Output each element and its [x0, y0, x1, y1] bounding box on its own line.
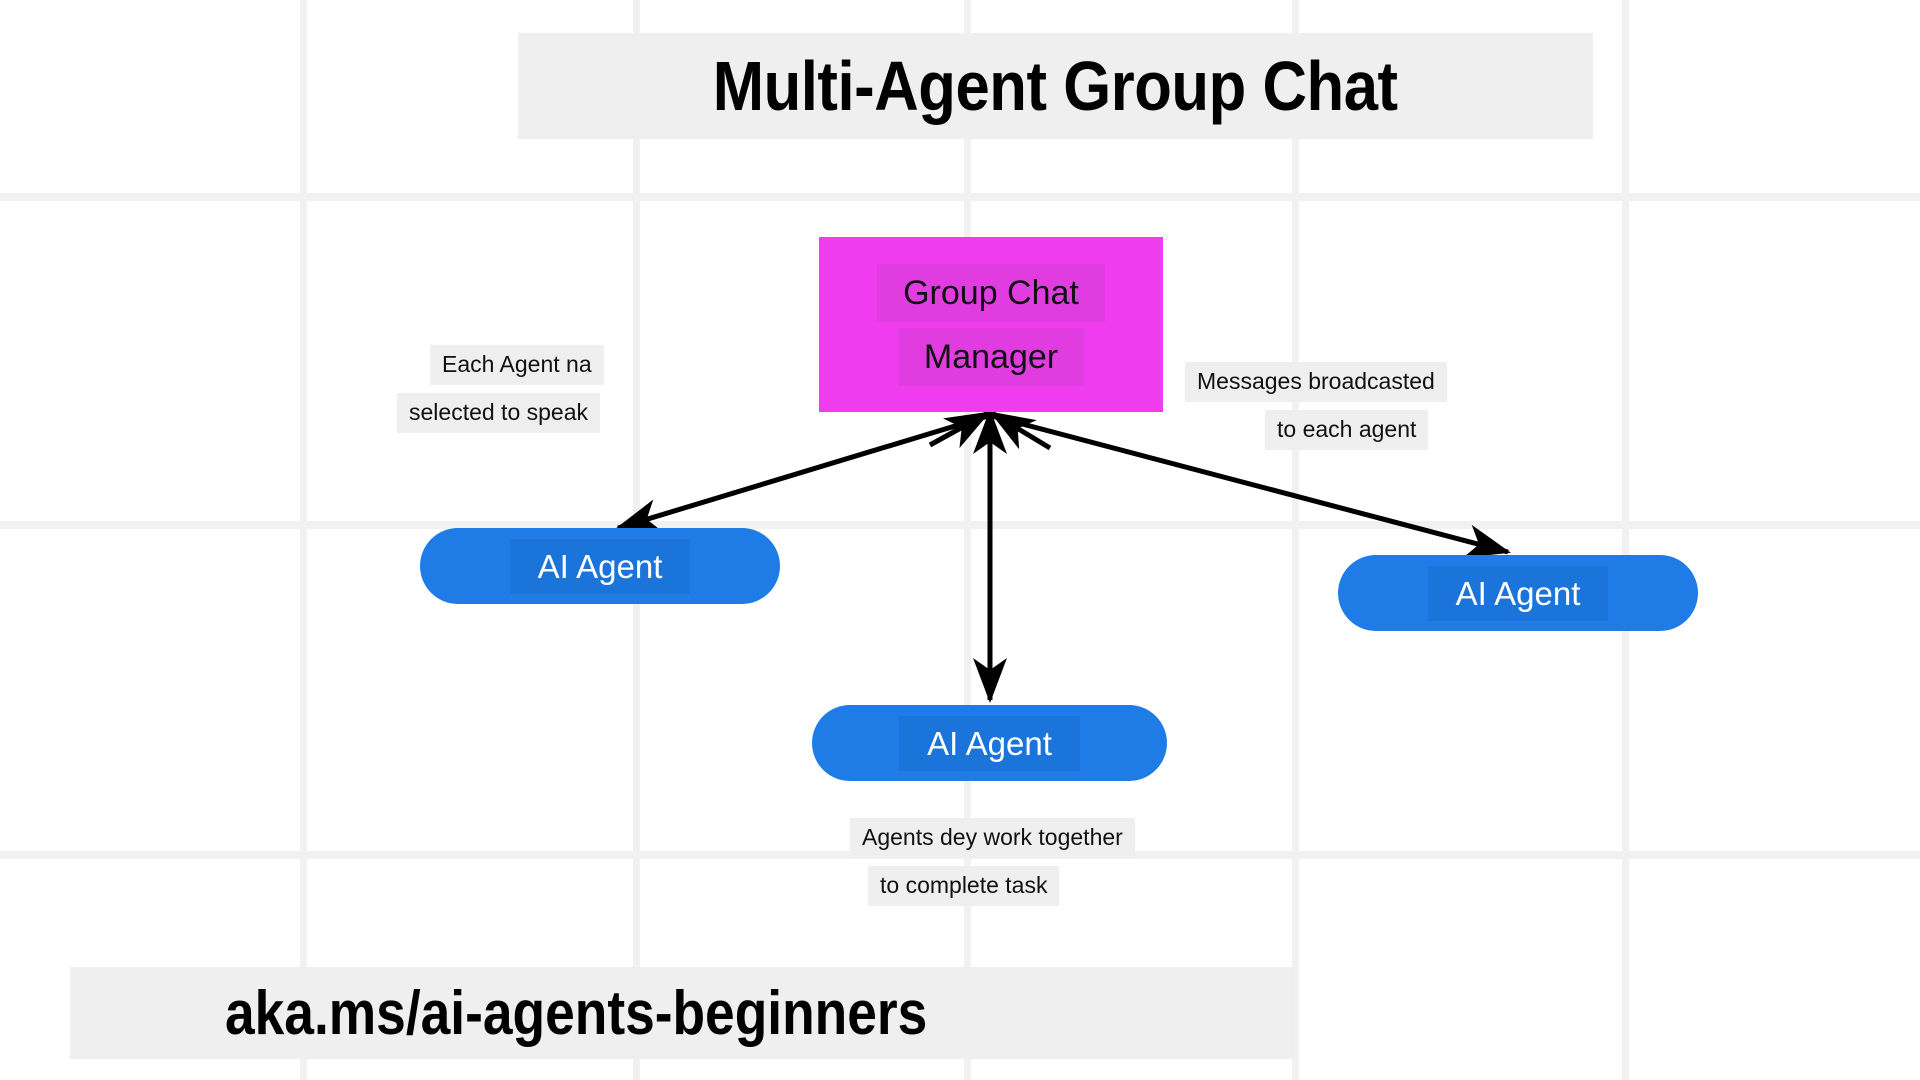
page-title: Multi-Agent Group Chat	[518, 33, 1593, 139]
footer-url-band: aka.ms/ai-agents-beginners	[70, 967, 1295, 1059]
annotation-left-line-1: Each Agent na	[430, 345, 604, 385]
ai-agent-label: AI Agent	[509, 538, 691, 594]
annotation-bottom: Agents dey work together to complete tas…	[850, 818, 1135, 906]
ai-agent-label: AI Agent	[899, 715, 1080, 771]
annotation-bottom-line-1: Agents dey work together	[850, 818, 1135, 858]
grid-line-vertical	[964, 0, 971, 1080]
manager-label-line-2: Manager	[897, 327, 1085, 386]
manager-label-line-1: Group Chat	[877, 263, 1105, 322]
arrow-manager-to-left-agent	[615, 413, 989, 533]
group-chat-manager-node[interactable]: Group Chat Manager	[819, 237, 1163, 412]
page-title-text: Multi-Agent Group Chat	[713, 47, 1398, 125]
ai-agent-node-right[interactable]: AI Agent	[1338, 555, 1698, 631]
annotation-left-line-2: selected to speak	[397, 392, 601, 433]
arrow-left-agent-to-manager	[928, 410, 991, 449]
grid-line-vertical	[300, 0, 307, 1080]
annotation-right-line-1: Messages broadcasted	[1185, 362, 1447, 402]
grid-line-vertical	[1622, 0, 1629, 1080]
arrow-right-agent-to-manager	[989, 410, 1052, 451]
annotation-right: Messages broadcasted to each agent	[1185, 362, 1447, 450]
grid-line-vertical	[1292, 0, 1299, 1080]
annotation-right-line-2: to each agent	[1265, 409, 1429, 450]
annotation-bottom-line-2: to complete task	[868, 865, 1060, 906]
footer-url-text: aka.ms/ai-agents-beginners	[225, 978, 928, 1048]
ai-agent-node-left[interactable]: AI Agent	[420, 528, 780, 604]
ai-agent-node-bottom[interactable]: AI Agent	[812, 705, 1167, 781]
grid-line-horizontal	[0, 521, 1920, 529]
annotation-left: Each Agent na selected to speak	[397, 345, 604, 433]
grid-line-horizontal	[0, 193, 1920, 201]
ai-agent-label: AI Agent	[1427, 565, 1609, 621]
